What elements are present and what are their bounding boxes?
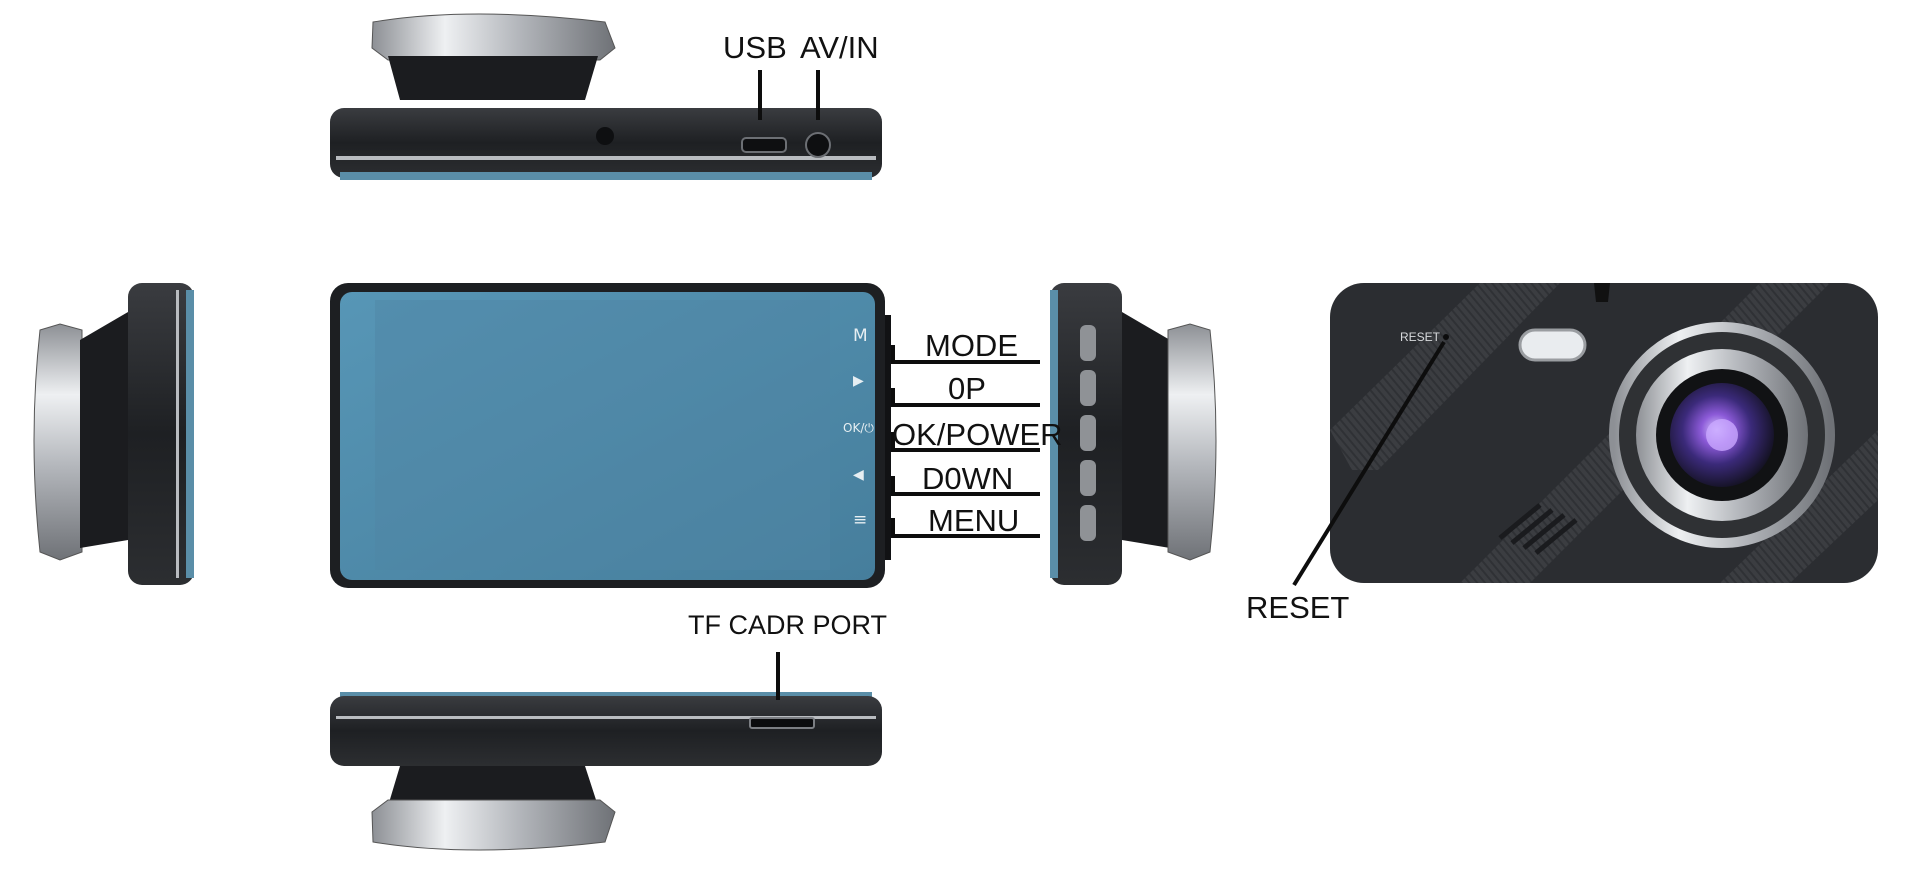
bottom-body-trim	[336, 716, 876, 719]
top-lens-cap	[371, 13, 616, 61]
bottom-body	[330, 696, 882, 766]
rear-view	[1292, 283, 1878, 587]
top-lens-barrel	[388, 56, 598, 100]
left-body-trim	[176, 290, 179, 578]
rear-reset-print: RESET	[1400, 330, 1441, 344]
reset-leader	[1292, 340, 1446, 587]
tf-card-label: TF CADR PORT	[688, 610, 888, 640]
rear-stripe-band-1	[1330, 283, 1560, 470]
ok-power-label: OK/POWER	[892, 417, 1063, 452]
mode-label: MODE	[925, 328, 1018, 363]
av-in-jack-icon	[805, 132, 831, 158]
av-in-label: AV/IN	[800, 30, 879, 65]
top-view	[330, 13, 882, 180]
usb-port-icon	[741, 137, 787, 153]
bottom-lens-barrel	[388, 766, 598, 806]
right-lens-cap	[1167, 323, 1217, 561]
front-screen	[340, 292, 875, 580]
screen-down-icon: ◀	[853, 467, 864, 483]
rear-speaker-grille	[1498, 503, 1578, 555]
screen-menu-icon: ≡	[853, 510, 868, 530]
up-label: 0P	[948, 371, 986, 406]
tf-card-slot-icon	[749, 717, 815, 729]
down-label: D0WN	[922, 461, 1014, 496]
bottom-view	[330, 652, 882, 851]
left-lens-barrel	[80, 312, 128, 548]
front-screen-panel	[375, 300, 830, 570]
screen-mode-icon: M	[853, 326, 868, 346]
menu-label: MENU	[928, 503, 1020, 538]
camera-lens-highlight	[1706, 419, 1738, 451]
usb-label: USB	[723, 30, 787, 65]
right-side-view	[1050, 283, 1217, 585]
left-body-screen-edge	[186, 290, 194, 578]
button-leaders	[891, 345, 1040, 538]
side-button-menu	[1080, 505, 1096, 541]
right-lens-barrel	[1122, 312, 1170, 548]
reset-hole-icon	[1443, 334, 1449, 340]
left-lens-cap	[33, 323, 83, 561]
side-button-down	[1080, 460, 1096, 496]
side-button-up	[1080, 370, 1096, 406]
down-leader	[891, 476, 1040, 496]
menu-leader	[891, 518, 1040, 538]
screen-ok-power-icon: OK/⏻	[843, 421, 874, 435]
rear-top-notch	[1594, 283, 1610, 302]
side-button-mode	[1080, 325, 1096, 361]
top-mic-hole	[596, 127, 614, 145]
bottom-lens-cap	[371, 799, 616, 851]
front-view	[330, 283, 891, 588]
left-body	[128, 283, 194, 585]
rear-led-light	[1518, 328, 1587, 362]
reset-label: RESET	[1246, 590, 1350, 625]
up-leader	[891, 388, 1040, 407]
top-body-screen-edge	[340, 172, 872, 180]
right-body-screen-edge	[1050, 290, 1058, 578]
left-side-view	[33, 283, 194, 585]
top-body-trim	[336, 156, 876, 160]
ok-power-leader	[891, 432, 1040, 452]
screen-up-icon: ▶	[853, 373, 864, 389]
front-button-strip	[885, 315, 891, 560]
side-button-ok	[1080, 415, 1096, 451]
mode-leader	[891, 345, 1040, 364]
